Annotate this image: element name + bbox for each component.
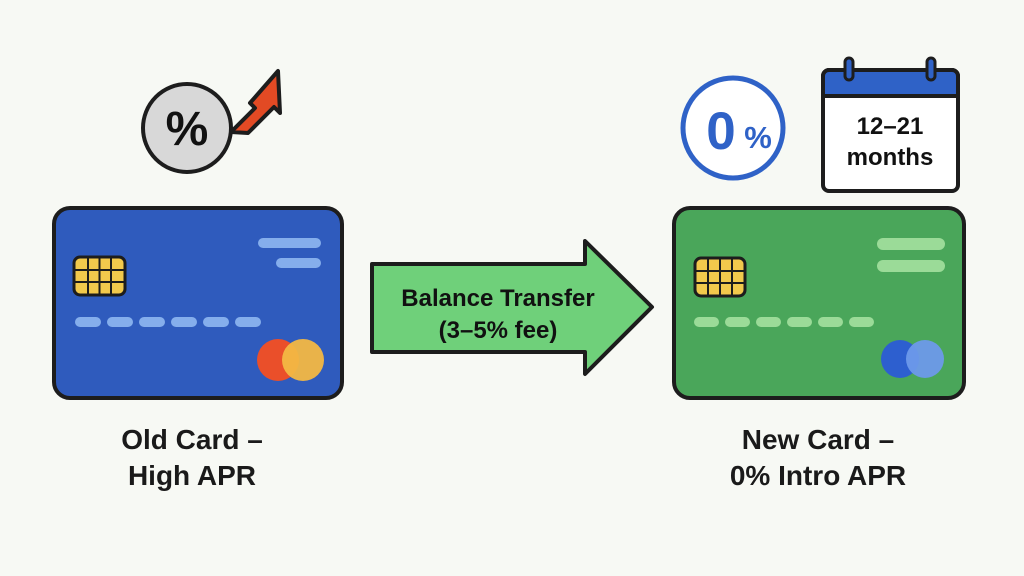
- old-card-caption: Old Card – High APR: [62, 422, 322, 494]
- calendar-icon: 12–21 months: [821, 56, 960, 193]
- zero-percent-circle-icon: 0 %: [680, 75, 786, 181]
- chip-icon: [72, 255, 127, 297]
- new-card: [672, 206, 966, 400]
- zero-text: 0: [706, 102, 735, 161]
- percent-badge-icon: %: [141, 82, 233, 174]
- new-card-caption-line-2: 0% Intro APR: [729, 460, 907, 491]
- chip-icon: [693, 256, 747, 298]
- new-card-section: 0 % 12–21 months: [672, 56, 966, 400]
- zero-percent-symbol: %: [744, 120, 772, 155]
- calendar-unit-text: months: [847, 144, 934, 171]
- old-card-caption-line-2: High APR: [127, 460, 257, 491]
- old-card-section: %: [52, 69, 344, 400]
- calendar-range-text: 12–21: [857, 113, 924, 140]
- new-card-caption: New Card – 0% Intro APR: [688, 422, 948, 494]
- new-card-caption-line-1: New Card –: [741, 424, 895, 455]
- percent-symbol: %: [166, 103, 209, 156]
- right-arrow-icon: [370, 239, 654, 376]
- old-card: [52, 206, 344, 400]
- transfer-label-line-1: Balance Transfer: [401, 285, 594, 312]
- card-brand-icon: [881, 340, 944, 378]
- trend-up-arrow-icon: [229, 69, 282, 135]
- card-brand-icon: [257, 339, 324, 381]
- transfer-label-line-2: (3–5% fee): [439, 317, 558, 344]
- transfer-section: Balance Transfer (3–5% fee): [370, 239, 654, 376]
- old-card-caption-line-1: Old Card –: [121, 424, 263, 455]
